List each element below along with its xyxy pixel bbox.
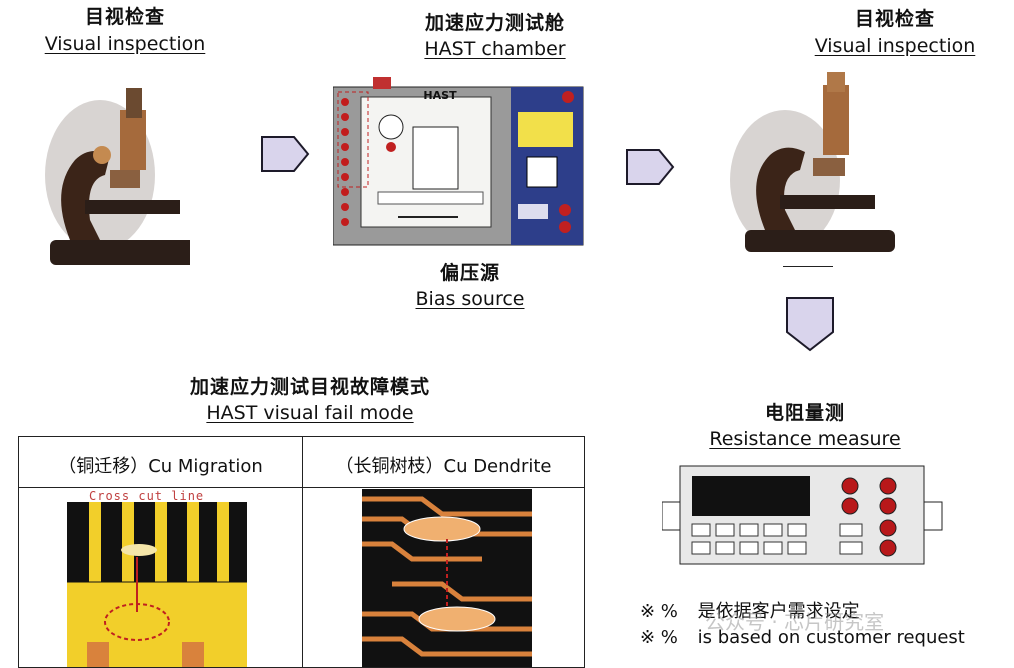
fail-mode-title-cn: 加速应力测试目视故障模式: [189, 376, 430, 398]
cross-cut-label: Cross cut line: [89, 489, 205, 503]
divider: [783, 266, 833, 267]
arrow-right-icon: [626, 149, 675, 185]
table-divider: [19, 487, 584, 488]
step1-title-en: Visual inspection: [44, 33, 206, 55]
microscope-icon: [730, 72, 895, 252]
note-2: ※ % is based on customer request: [640, 627, 965, 648]
bias-title-en: Bias source: [415, 288, 525, 310]
note-1: ※ % 是依据客户需求设定: [640, 597, 860, 623]
chamber-label: HAST: [423, 89, 457, 102]
step1-title-cn: 目视检查: [84, 6, 165, 28]
step2-title-cn: 加速应力测试舱: [424, 12, 565, 34]
step3-title-en: Visual inspection: [814, 35, 976, 57]
step3-title-cn: 目视检查: [854, 8, 935, 30]
cu-migration-image: [67, 502, 247, 667]
fail-mode-table: （铜迁移）Cu Migration （长铜树枝）Cu Dendrite Cros…: [18, 436, 585, 668]
multimeter-illustration: [662, 465, 943, 565]
watermark: 公众号 · 芯片研究室: [705, 610, 885, 634]
bias-title-cn: 偏压源: [439, 262, 500, 284]
table-divider: [302, 437, 303, 667]
note-mark: ※ %: [640, 601, 678, 622]
microscope-icon: [45, 88, 190, 265]
resistance-title-en: Resistance measure: [709, 428, 901, 450]
hast-chamber-illustration: [333, 77, 584, 246]
arrow-right-icon: [261, 136, 310, 172]
note-text: 是依据客户需求设定: [697, 601, 860, 622]
fail-mode-title-en: HAST visual fail mode: [206, 402, 414, 424]
note-mark: ※ %: [640, 627, 678, 648]
arrow-down-icon: [786, 297, 834, 352]
note-text: is based on customer request: [697, 627, 965, 648]
resistance-title-cn: 电阻量测: [764, 402, 845, 424]
step2-title-en: HAST chamber: [424, 38, 566, 60]
table-header-cu-migration: （铜迁移）Cu Migration: [58, 456, 263, 477]
table-header-cu-dendrite: （长铜树枝）Cu Dendrite: [335, 456, 552, 477]
cu-dendrite-image: [362, 489, 532, 667]
